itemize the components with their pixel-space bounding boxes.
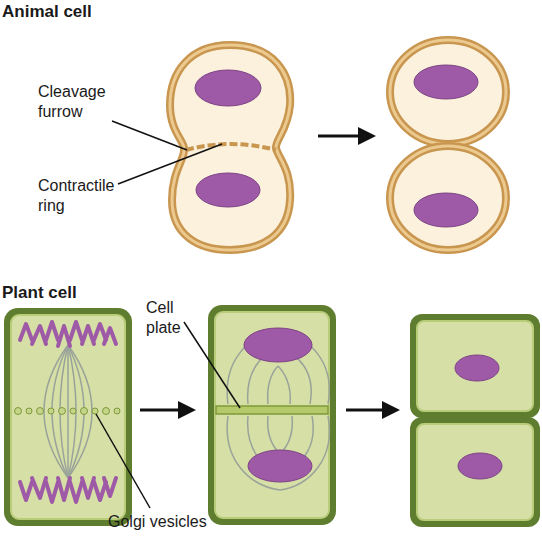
vesicle xyxy=(81,408,88,415)
nucleus xyxy=(248,450,312,482)
chromosome xyxy=(70,322,82,340)
vesicle xyxy=(26,408,32,414)
chromosomes xyxy=(20,322,116,502)
leader-line xyxy=(184,322,240,408)
part-label: Cleavage furrow xyxy=(38,82,128,122)
vesicle xyxy=(15,408,22,415)
spindle-fiber xyxy=(278,366,290,404)
vesicle xyxy=(48,408,54,414)
vesicle xyxy=(92,408,98,414)
nucleus xyxy=(196,173,260,207)
chromosome xyxy=(104,328,116,344)
chromosome xyxy=(46,482,58,502)
nucleus xyxy=(244,328,312,362)
spindle-fiber xyxy=(268,366,278,404)
vesicle xyxy=(114,408,120,414)
arrowhead xyxy=(382,401,400,419)
vesicle xyxy=(37,408,44,415)
plant-cell-interior xyxy=(417,424,533,520)
spindle-fibers xyxy=(44,345,92,478)
cell-membrane xyxy=(390,146,506,250)
process-arrow xyxy=(346,409,386,412)
arrowhead xyxy=(178,401,196,419)
process-arrow xyxy=(140,409,182,412)
spindle-fiber xyxy=(44,345,68,478)
spindle-fiber xyxy=(68,345,76,478)
chromosome xyxy=(94,324,106,340)
plant-cell-interior xyxy=(11,315,125,519)
spindle-fiber xyxy=(268,416,280,454)
vesicle xyxy=(59,408,66,415)
chromosome xyxy=(82,478,94,498)
nucleus xyxy=(195,70,261,106)
process-arrow xyxy=(318,135,362,138)
part-label: Cell plate xyxy=(146,298,196,338)
plant-cell-interior xyxy=(417,321,533,411)
part-label: Golgi vesicles xyxy=(108,512,268,532)
vesicle xyxy=(103,408,110,415)
plant-cell-wall xyxy=(208,305,336,525)
nucleus xyxy=(414,193,478,227)
leader-line xyxy=(112,121,187,150)
golgi-vesicles xyxy=(15,408,121,415)
daughter-animal-cell xyxy=(390,40,506,144)
chromosome xyxy=(82,326,94,344)
arrowhead xyxy=(358,127,376,145)
nucleus xyxy=(455,355,499,381)
plant-cell-interior xyxy=(215,312,329,518)
chromosome xyxy=(20,482,32,500)
chromosome xyxy=(20,324,32,340)
chromosome xyxy=(46,322,58,340)
plant-cell-wall xyxy=(410,314,540,418)
dividing-animal-cell xyxy=(170,45,290,250)
plant-cell-wall xyxy=(410,417,540,527)
spindle-fiber xyxy=(280,416,292,454)
section-heading: Animal cell xyxy=(2,2,202,22)
chromosome xyxy=(32,326,46,344)
plant-cell-wall xyxy=(4,308,132,526)
part-label: Contractile ring xyxy=(38,176,128,216)
cell-membrane xyxy=(170,45,290,250)
nucleus xyxy=(458,453,502,479)
chromosome xyxy=(104,478,116,496)
nucleus xyxy=(414,65,478,99)
leader-line xyxy=(96,414,150,508)
leader-line xyxy=(118,144,222,184)
chromosome xyxy=(32,478,46,498)
contractile-ring xyxy=(186,144,276,150)
spindle-fiber xyxy=(68,345,92,478)
chromosome xyxy=(70,482,82,502)
cell-plate xyxy=(216,406,328,414)
chromosome xyxy=(58,326,70,346)
cell-membrane xyxy=(390,40,506,144)
daughter-animal-cell xyxy=(390,146,506,250)
spindle-fiber xyxy=(67,345,69,478)
vesicle xyxy=(70,408,76,414)
